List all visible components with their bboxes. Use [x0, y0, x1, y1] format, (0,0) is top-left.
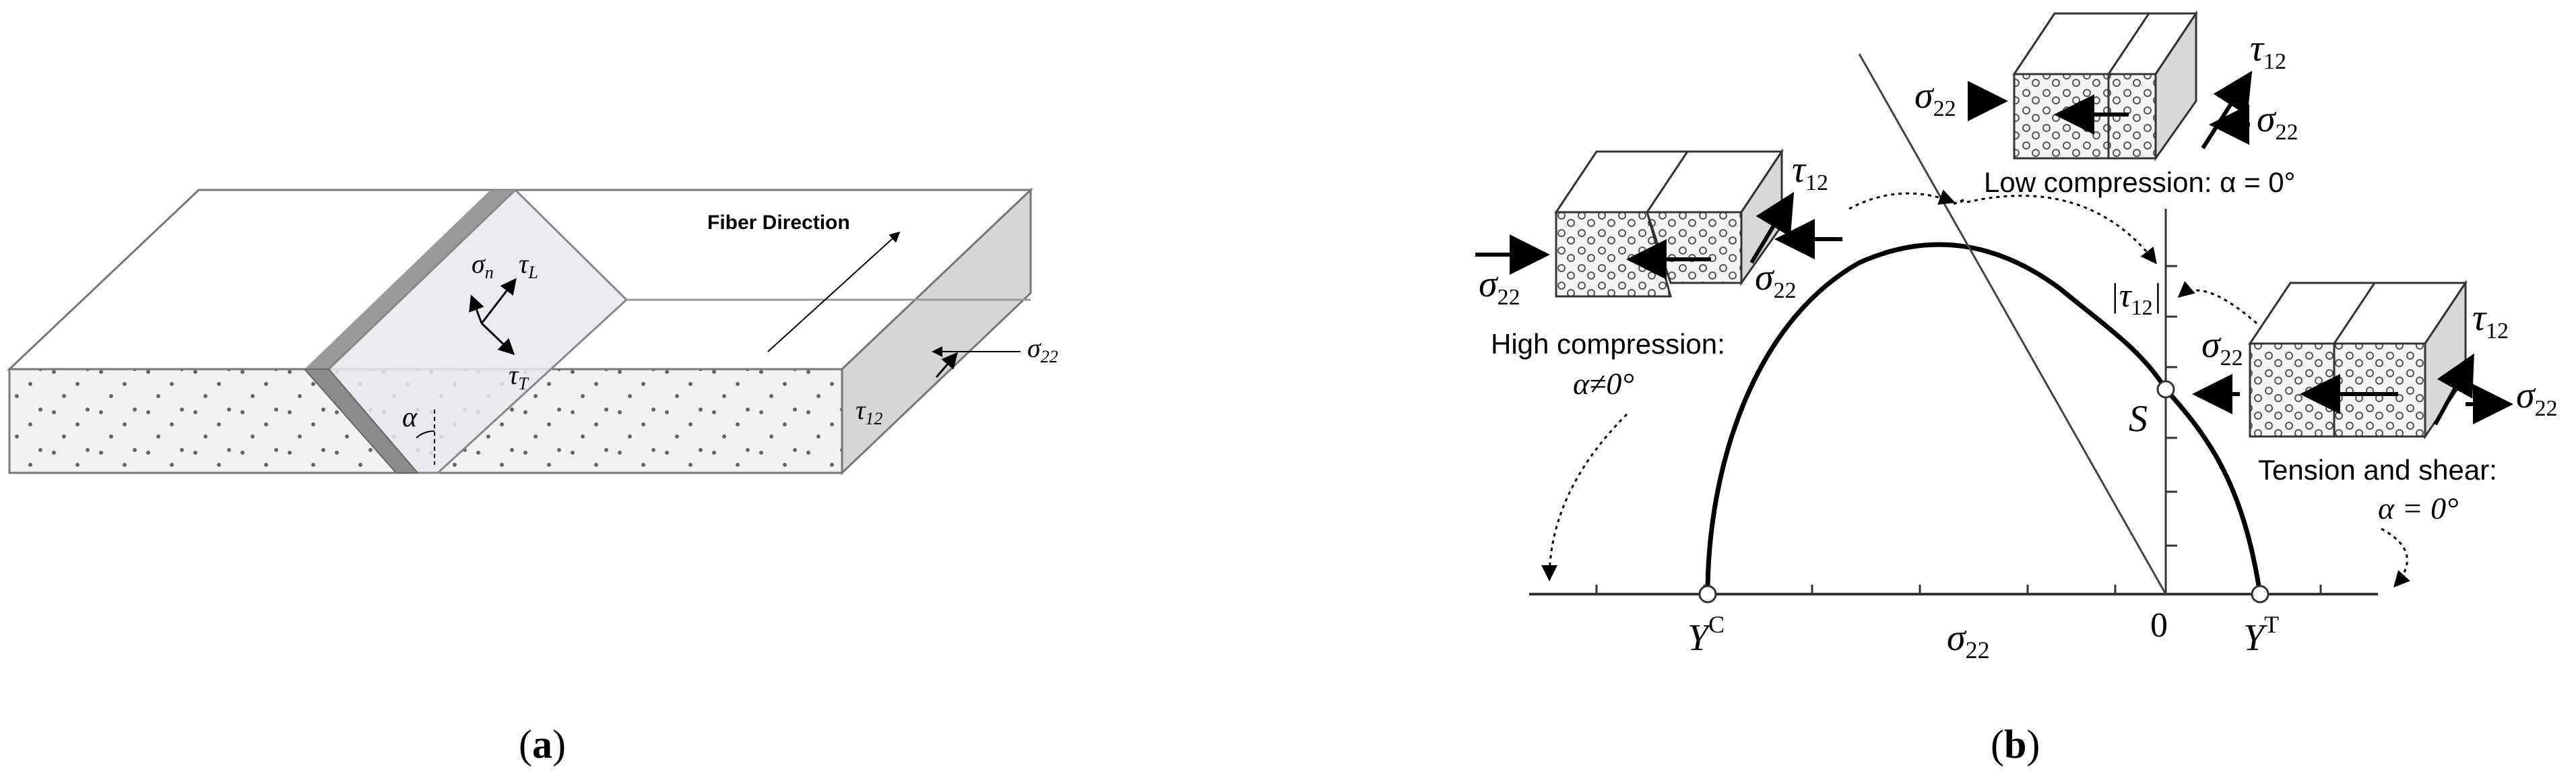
low-sigma22-left: σ22	[1914, 75, 1956, 121]
tau-l-label: τL	[519, 249, 538, 282]
alpha-arc	[416, 430, 435, 439]
panel-b: YC YT 0 σ22 S |τ12| σ22 σ22 τ12 Low comp…	[1475, 10, 2558, 767]
sigma-n-label: σn	[472, 249, 494, 282]
s-point	[2156, 380, 2175, 399]
block-tension-shear	[2192, 280, 2513, 440]
yt-label: YT	[2243, 611, 2279, 659]
tau-t-arrow	[480, 322, 515, 356]
fiber-direction-label: Fiber Direction	[707, 212, 850, 234]
tau12-abs-label: |τ12|	[2110, 276, 2162, 319]
failure-envelope-curve	[1705, 242, 2263, 595]
y-axis-ticks	[2166, 265, 2177, 547]
yc-label: YC	[1687, 611, 1725, 659]
sigma-n-arrow	[469, 294, 484, 324]
yc-point	[1698, 585, 1717, 604]
high-sigma22-left: σ22	[1479, 263, 1520, 310]
tension-alpha-label: α = 0°	[2378, 491, 2459, 525]
tension-sigma22-left: σ22	[2201, 324, 2243, 370]
low-compression-label: Low compression: α = 0°	[1984, 166, 2295, 198]
s-label: S	[2129, 398, 2148, 440]
sigma22-label: σ22	[1027, 333, 1058, 366]
fracture-plane-edge	[302, 368, 420, 474]
tension-tau12: τ12	[2472, 297, 2509, 344]
sigma22-axis-label: σ22	[1947, 617, 1990, 664]
tau-l-arrow	[480, 278, 517, 324]
caption-b: (b)	[1991, 722, 2040, 767]
tau12-arrow	[935, 352, 958, 378]
fracture-plane-back	[304, 190, 515, 369]
tension-sigma22-right: σ22	[2516, 375, 2558, 421]
block-low-compression	[1968, 10, 2253, 162]
yt-point	[2251, 585, 2269, 604]
low-sigma22-right: σ22	[2257, 98, 2298, 145]
high-alpha-label: α≠0°	[1573, 366, 1634, 401]
fiber-direction-arrow	[767, 231, 901, 352]
tension-shear-label: Tension and shear:	[2258, 454, 2497, 486]
high-tau12: τ12	[1792, 149, 1828, 195]
high-compression-label: High compression:	[1491, 328, 1725, 360]
friction-line	[1858, 53, 2167, 595]
block-high-compression	[1475, 148, 1842, 298]
tau-t-label: τT	[509, 360, 529, 393]
alpha-label: α	[402, 402, 418, 433]
panel-a: σn τL τT α Fiber Direction τ12 σ22 (a)	[7, 187, 1058, 767]
pointer-arrows	[1541, 189, 2410, 588]
low-tau12: τ12	[2250, 28, 2286, 74]
caption-a: (a)	[519, 722, 566, 767]
zero-label: 0	[2150, 606, 2168, 645]
tau12-label: τ12	[856, 395, 882, 428]
high-sigma22-right: σ22	[1755, 257, 1797, 303]
